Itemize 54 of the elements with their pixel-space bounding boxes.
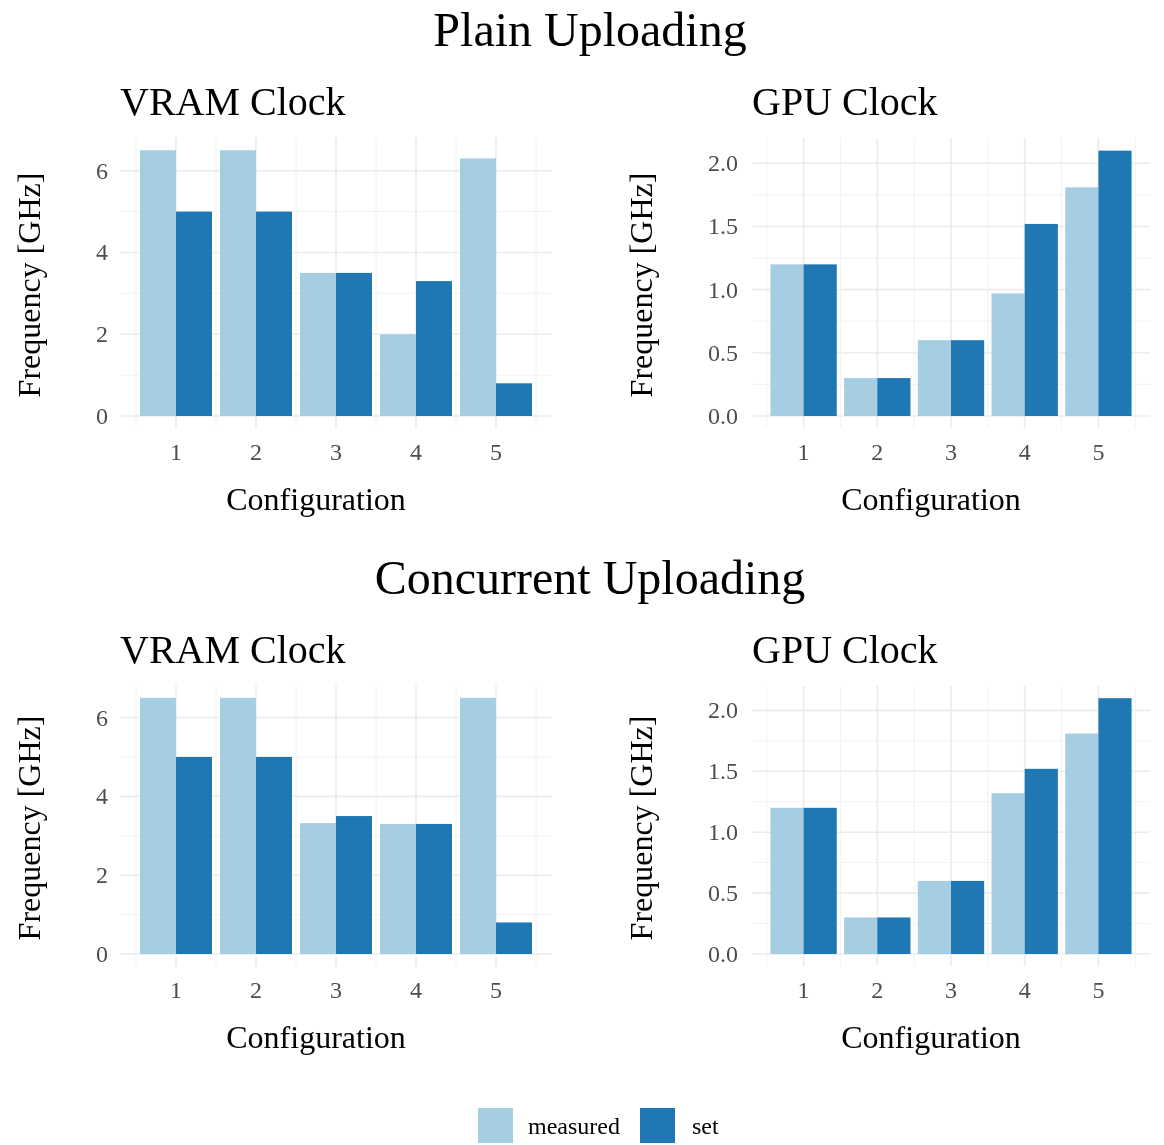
tick-label: 4 xyxy=(1018,977,1031,1003)
tick-label: 2 xyxy=(96,862,108,889)
legend-label: measured xyxy=(528,1113,620,1139)
tick-label: 0.5 xyxy=(708,339,738,366)
tick-label: 4 xyxy=(96,783,108,810)
section-heading: Plain Uploading xyxy=(433,3,747,56)
tick-label: 0.0 xyxy=(708,941,738,967)
tick-label: 2 xyxy=(871,977,884,1003)
tick-label: 6 xyxy=(96,157,108,184)
tick-label: 1.0 xyxy=(708,819,738,846)
tick-label: 2 xyxy=(96,321,108,348)
legend-label: set xyxy=(692,1113,719,1139)
chart-title: GPU Clock xyxy=(752,79,938,124)
chart-title: VRAM Clock xyxy=(120,79,346,124)
tick-label: 4 xyxy=(410,439,422,465)
tick-label: 5 xyxy=(490,977,502,1003)
axis-title: Configuration xyxy=(226,1019,406,1055)
chart-title: GPU Clock xyxy=(752,627,938,672)
tick-label: 3 xyxy=(945,439,957,465)
tick-label: 1.5 xyxy=(708,213,738,240)
chart-title: VRAM Clock xyxy=(120,627,346,672)
tick-label: 4 xyxy=(96,239,108,266)
tick-label: 2 xyxy=(250,439,262,465)
tick-label: 0.0 xyxy=(708,403,738,429)
tick-label: 1 xyxy=(170,977,182,1003)
tick-label: 1 xyxy=(797,977,810,1003)
tick-label: 1.0 xyxy=(708,276,738,303)
tick-label: 3 xyxy=(330,977,342,1003)
axis-title: Configuration xyxy=(841,481,1021,517)
section-heading: Concurrent Uploading xyxy=(374,551,806,604)
tick-label: 5 xyxy=(1092,439,1105,465)
axis-title: Configuration xyxy=(841,1019,1021,1055)
axis-title: Frequency [GHz] xyxy=(11,715,47,941)
tick-label: 5 xyxy=(490,439,502,465)
tick-label: 4 xyxy=(410,977,422,1003)
tick-label: 6 xyxy=(96,704,108,731)
tick-label: 3 xyxy=(945,977,957,1003)
tick-label: 1 xyxy=(797,439,810,465)
tick-label: 2.0 xyxy=(708,150,738,177)
tick-label: 4 xyxy=(1018,439,1031,465)
axis-title: Frequency [GHz] xyxy=(11,172,47,398)
axis-title: Configuration xyxy=(226,481,406,517)
axis-title: Frequency [GHz] xyxy=(623,172,659,398)
tick-label: 5 xyxy=(1092,977,1105,1003)
tick-label: 1.5 xyxy=(708,758,738,785)
tick-label: 3 xyxy=(330,439,342,465)
tick-label: 2.0 xyxy=(708,697,738,724)
tick-label: 2 xyxy=(250,977,262,1003)
tick-label: 1 xyxy=(170,439,182,465)
tick-label: 0 xyxy=(96,403,108,429)
tick-label: 0.5 xyxy=(708,880,738,907)
axis-title: Frequency [GHz] xyxy=(623,715,659,941)
tick-label: 2 xyxy=(871,439,884,465)
tick-label: 0 xyxy=(96,941,108,967)
